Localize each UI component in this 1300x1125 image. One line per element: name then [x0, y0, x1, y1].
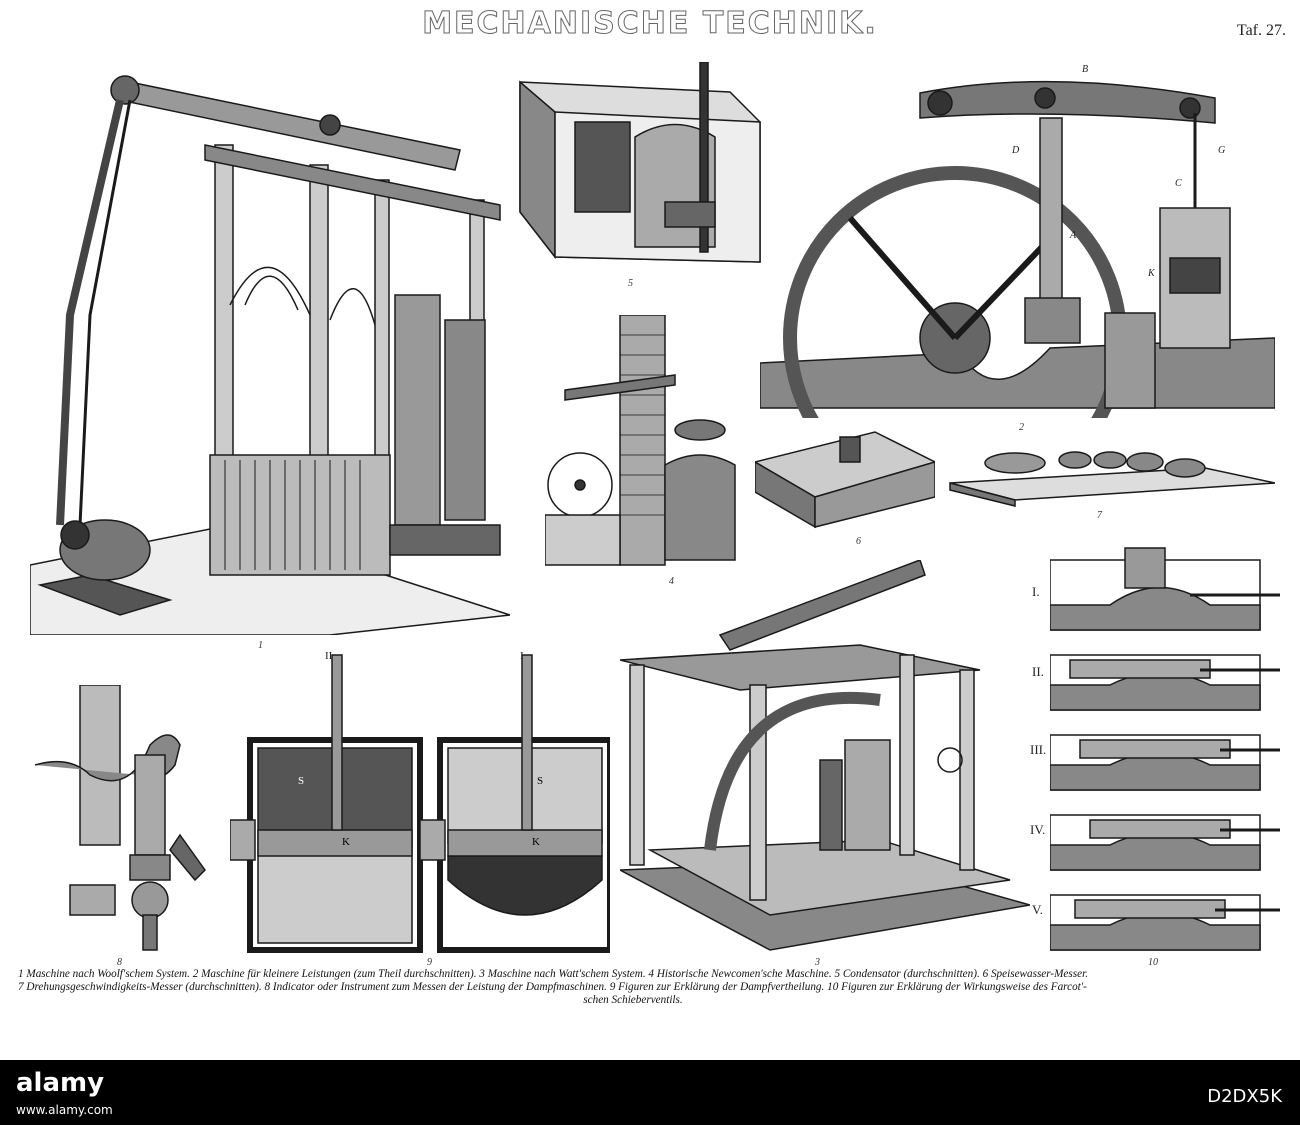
- watermark-image-id: D2DX5K: [1207, 1086, 1282, 1107]
- figure-number-8: 8: [117, 957, 122, 968]
- newcomen-engine-illustration: [545, 315, 736, 566]
- svg-text:K: K: [342, 836, 350, 848]
- plate-number: Taf. 27.: [1236, 22, 1286, 39]
- figure-7-revolution-counter: [945, 438, 1275, 508]
- svg-text:K: K: [1147, 268, 1156, 279]
- figure-1-woolf-engine: [30, 55, 510, 635]
- indicator-illustration: [34, 685, 206, 951]
- svg-text:A: A: [1069, 230, 1077, 241]
- revolution-counter-illustration: [949, 451, 1275, 507]
- watt-engine-illustration: [620, 560, 1030, 951]
- feedwater-meter-illustration: [755, 431, 935, 529]
- valve-section-2: [1050, 654, 1280, 711]
- svg-text:S: S: [298, 775, 304, 787]
- svg-text:B: B: [1082, 64, 1088, 75]
- condenser-illustration: [519, 62, 761, 263]
- engraving-plate: MECHANISCHE TECHNIK. Taf. 27.: [18, 5, 1288, 1007]
- figure-number-6: 6: [856, 536, 861, 547]
- figure-10-farcot-valve: [1050, 540, 1280, 955]
- figure-10-label-V: V.: [1032, 902, 1043, 917]
- small-engine-illustration: B D C G A K: [760, 64, 1275, 418]
- figure-9-label-II: II: [325, 650, 333, 662]
- plate-caption: 1 Maschine nach Woolf'schem System. 2 Ma…: [18, 968, 1288, 1007]
- watermark-url: www.alamy.com: [16, 1103, 113, 1117]
- figure-number-5: 5: [628, 278, 633, 289]
- figure-4-newcomen-engine: [545, 315, 745, 570]
- figure-number-10: 10: [1148, 957, 1158, 968]
- figure-9-steam-distribution: S K S K: [230, 650, 610, 955]
- figure-number-1: 1: [258, 640, 263, 651]
- farcot-valve-illustrations: [1050, 547, 1280, 951]
- watermark-bar: [0, 1060, 1300, 1125]
- steam-distribution-illustrations: S K S K: [230, 654, 610, 953]
- cylinder-section-I: [419, 654, 610, 953]
- svg-text:D: D: [1011, 145, 1020, 156]
- svg-text:K: K: [532, 836, 540, 848]
- valve-section-1: [1050, 547, 1280, 631]
- figure-number-7: 7: [1097, 510, 1102, 521]
- watermark-brand: alamy: [16, 1068, 105, 1098]
- figure-9-label-I: I: [520, 650, 524, 662]
- figure-10-label-I: I.: [1032, 584, 1040, 599]
- figure-2-small-engine: B D C G A K: [760, 58, 1275, 418]
- figure-number-2: 2: [1019, 422, 1024, 433]
- figure-3-watt-engine: [620, 560, 1030, 955]
- caption-line-3: schen Schieberventils.: [583, 994, 683, 1006]
- cylinder-section-II: [230, 654, 423, 953]
- plate-title: MECHANISCHE TECHNIK.: [422, 6, 878, 42]
- valve-section-3: [1050, 734, 1280, 791]
- woolf-engine-illustration: [30, 75, 510, 635]
- figure-number-3: 3: [815, 957, 820, 968]
- figure-number-4: 4: [669, 576, 674, 587]
- figure-8-indicator: [30, 685, 225, 955]
- figure-5-condenser: [515, 62, 765, 267]
- svg-text:C: C: [1175, 178, 1182, 189]
- figure-6-feedwater-meter: [755, 422, 935, 532]
- svg-text:S: S: [537, 775, 543, 787]
- valve-section-5: [1050, 894, 1280, 951]
- caption-line-1: 1 Maschine nach Woolf'schem System. 2 Ma…: [18, 968, 1088, 980]
- caption-line-2: 7 Drehungsgeschwindigkeits-Messer (durch…: [18, 981, 1087, 993]
- valve-section-4: [1050, 814, 1280, 871]
- figure-10-label-IV: IV.: [1030, 822, 1046, 837]
- svg-text:G: G: [1218, 145, 1225, 156]
- figure-10-label-III: III.: [1030, 742, 1047, 757]
- figure-number-9: 9: [427, 957, 432, 968]
- figure-10-label-II: II.: [1032, 664, 1044, 679]
